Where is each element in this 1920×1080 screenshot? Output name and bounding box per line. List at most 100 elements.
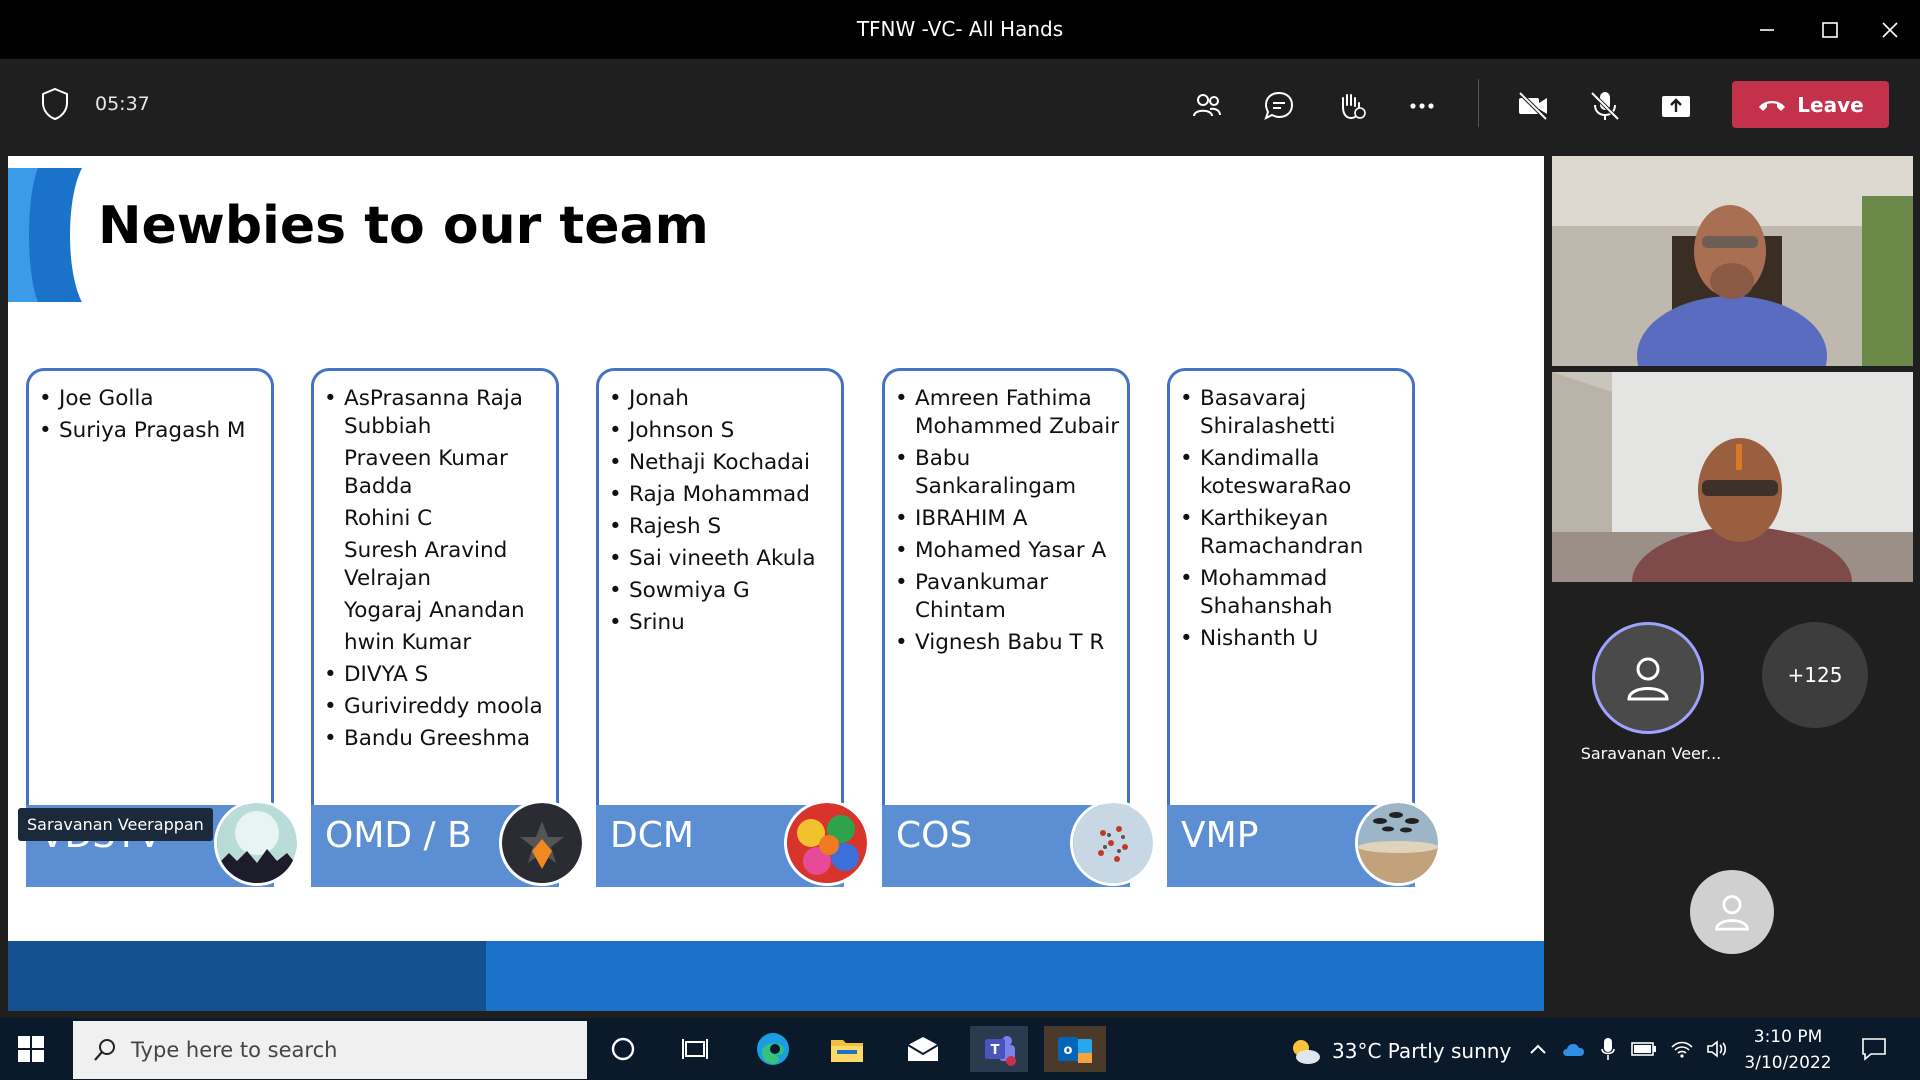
edge-icon [757,1033,789,1065]
speaker-icon [1707,1040,1727,1058]
member-list-item: hwin Kumar [344,630,472,655]
task-view-icon [682,1039,708,1059]
presenter-label: Saravanan Veerappan [18,808,213,841]
raise-hand-icon [1342,94,1366,120]
svg-text:o: o [1064,1043,1073,1058]
mail-icon [907,1037,939,1061]
leave-label: Leave [1797,92,1864,117]
share-button[interactable] [1651,81,1701,131]
member-list-item: Amreen Fathima Mohammed Zubair [893,385,1121,441]
team-name: VMP [1181,815,1259,856]
participant-name: Saravanan Veer... [1580,744,1722,763]
member-list-item: Basavaraj Shiralashetti [1178,385,1406,441]
taskbar-clock[interactable]: 3:10 PM 3/10/2022 [1740,1024,1836,1076]
close-button[interactable] [1865,10,1915,50]
member-list-item: IBRAHIM A [893,505,1121,533]
participants-button[interactable] [1182,81,1232,131]
team-image [214,800,300,886]
member-list-item: Bandu Greeshma [322,725,550,753]
member-list-item: Sowmiya G [607,577,835,605]
member-list-item: Suresh Aravind Velrajan [344,538,508,591]
member-list-item: Nishanth U [1178,625,1406,653]
ellipsis-icon [1410,103,1434,109]
chevron-up-icon [1530,1044,1546,1054]
toolbar-divider [1478,79,1479,127]
member-list-item: Babu Sankaralingam [893,445,1121,501]
wifi-icon [1671,1041,1693,1058]
member-list-item: Guriviredd‌y moola [322,693,550,721]
microphone-tray[interactable] [1594,1036,1622,1062]
window-title: TFNW -VC- All Hands [856,17,1064,41]
minimize-button[interactable] [1742,10,1792,50]
edge-app[interactable] [748,1026,798,1072]
microphone-icon [1601,1038,1615,1060]
member-list-item: Vignesh Babu T R [893,629,1121,657]
outlook-app[interactable]: o [1044,1026,1106,1072]
shield-icon[interactable] [40,87,70,121]
teams-app[interactable]: T [970,1026,1028,1072]
person-icon [1715,895,1749,931]
meeting-toolbar: 05:37 Leave [0,59,1920,152]
notification-icon [1862,1038,1886,1061]
camera-off-icon [1518,91,1548,121]
search-placeholder: Type here to search [131,1038,338,1062]
participant-video-2[interactable] [1552,372,1913,582]
participant-avatar[interactable] [1592,622,1704,734]
member-list-item: Srinu [607,609,835,637]
notifications-button[interactable] [1856,1036,1892,1062]
member-list-item: Nethaji Kochadai [607,449,835,477]
volume-tray[interactable] [1704,1036,1732,1062]
wifi-tray[interactable] [1668,1036,1696,1062]
team-image [784,800,870,886]
mail-app[interactable] [898,1026,948,1072]
member-list-item: Sai vineeth Akula [607,545,835,573]
member-list-item: Johnson S [607,417,835,445]
team-image [1355,800,1441,886]
partly-sunny-icon [1293,1040,1320,1064]
overflow-participants-button[interactable]: +125 [1762,622,1868,728]
team-column-vdstv: Joe GollaSuriya Pragash MVDSTV [26,368,300,888]
team-member-list: Basavaraj ShiralashettiKandimalla kotesw… [1167,368,1415,813]
member-list-item: Rajesh S [607,513,835,541]
participant-video-1[interactable] [1552,156,1913,366]
chat-button[interactable] [1254,81,1304,131]
maximize-button[interactable] [1805,10,1855,50]
person-icon [1627,657,1669,701]
clock-time: 3:10 PM [1753,1027,1823,1047]
slide-footer-band [8,941,1544,1011]
leave-button[interactable]: Leave [1732,81,1889,128]
self-avatar[interactable] [1690,870,1774,954]
clock-date: 3/10/2022 [1744,1053,1832,1073]
more-actions-button[interactable] [1397,81,1447,131]
cloud-icon [1563,1043,1585,1056]
taskbar-search-box[interactable]: Type here to search [73,1021,587,1079]
onedrive-tray[interactable] [1560,1036,1588,1062]
battery-icon [1631,1042,1656,1056]
team-member-list: Amreen Fathima Mohammed ZubairBabu Sanka… [882,368,1130,813]
member-list-item: Mohamed Yasar A [893,537,1121,565]
video-feed [1552,156,1913,366]
member-list-item: Praveen Kumar Badda [344,446,508,499]
member-list-item: Jonah [607,385,835,413]
cortana-button[interactable] [598,1026,648,1072]
close-icon [1882,22,1898,38]
teams-icon: T [985,1036,1016,1066]
member-list-item: Rohini C [344,506,433,531]
slide-title: Newbies to our team [98,196,709,256]
battery-tray[interactable] [1630,1036,1658,1062]
slide-accent-shape [8,168,82,302]
microphone-button[interactable] [1580,81,1630,131]
svg-text:T: T [991,1043,1000,1058]
weather-widget[interactable]: 33°C Partly sunny [1288,1036,1511,1066]
team-member-list: Joe GollaSuriya Pragash M [26,368,274,813]
reactions-button[interactable] [1326,81,1376,131]
file-explorer-app[interactable] [822,1026,872,1072]
windows-start-icon[interactable] [18,1036,44,1062]
search-icon [94,1039,115,1061]
tray-overflow-button[interactable] [1524,1036,1552,1062]
minimize-icon [1760,29,1774,31]
camera-button[interactable] [1508,81,1558,131]
task-view-button[interactable] [670,1026,720,1072]
chat-icon [1264,91,1294,120]
